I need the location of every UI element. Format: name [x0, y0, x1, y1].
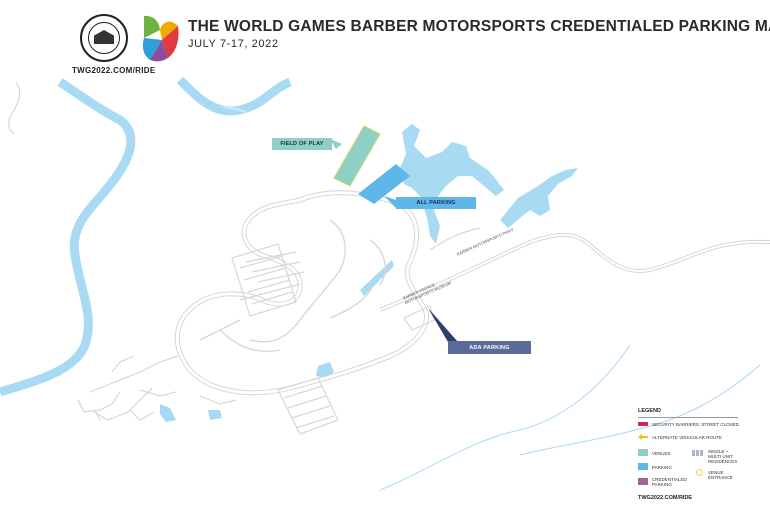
neighborhood-roads — [8, 81, 481, 421]
field-of-play-area — [333, 125, 381, 187]
field-of-play-callout: FIELD OF PLAY — [272, 138, 332, 150]
header-site-url[interactable]: TWG2022.COM/RIDE — [72, 66, 156, 75]
legend-site-url[interactable]: TWG2022.COM/RIDE — [638, 495, 693, 501]
seal-inner-ring — [88, 22, 120, 54]
legend-residences-line3: RESIDENCES — [708, 459, 738, 464]
legend-credentialed-line1: CREDENTIALED — [652, 477, 687, 482]
river-top — [176, 76, 292, 116]
ada-parking-pointer — [428, 308, 458, 342]
security-barrier-swatch — [638, 422, 648, 426]
lake-arm — [500, 168, 578, 228]
river-left — [0, 78, 136, 397]
legend-residences: SINGLE + MULTI UNIT RESIDENCES — [708, 449, 737, 464]
legend-divider — [638, 417, 738, 418]
legend-credentialed: CREDENTIALED PARKING — [652, 477, 687, 487]
race-track — [174, 190, 429, 396]
venues-swatch — [638, 449, 648, 456]
pond-3 — [208, 410, 222, 420]
creek-bottom — [379, 344, 631, 491]
world-games-logo-icon — [142, 15, 179, 62]
inner-roads — [199, 219, 386, 352]
pond-1 — [316, 362, 334, 378]
legend-residences-line1: SINGLE + — [708, 449, 729, 454]
legend-alternate: ALTERNATE VEHICULAR ROUTE — [652, 435, 722, 440]
legend-parking: PARKING — [652, 465, 672, 470]
all-parking-area — [358, 164, 410, 204]
map-header: TWG2022.COM/RIDE THE WORLD GAMES BARBER … — [0, 0, 770, 80]
parkway-road — [379, 232, 770, 312]
venue-entrance-icon — [696, 469, 703, 476]
field-of-play-label: FIELD OF PLAY — [280, 141, 324, 147]
legend-security: SECURITY BARRIERS; STREET CLOSED — [652, 422, 739, 427]
seal-building-icon — [94, 30, 114, 44]
all-parking-callout: ALL PARKING — [396, 197, 476, 209]
pond-4 — [360, 260, 394, 296]
lake — [400, 124, 504, 244]
legend-entrance: VENUE ENTRANCE — [708, 470, 733, 480]
map-title: THE WORLD GAMES BARBER MOTORSPORTS CREDE… — [188, 18, 770, 35]
legend-title: LEGEND — [638, 408, 661, 414]
credentialed-swatch — [638, 478, 648, 485]
residences-icon — [692, 450, 703, 456]
all-parking-label: ALL PARKING — [416, 200, 456, 206]
legend-residences-line2: MULTI UNIT — [708, 454, 733, 459]
alternate-route-arrow-icon — [638, 434, 648, 440]
pond-2 — [160, 404, 176, 422]
city-seal-icon — [80, 14, 128, 62]
creek-right — [519, 364, 761, 456]
parking-swatch — [638, 463, 648, 470]
all-parking-pointer — [384, 196, 396, 208]
parking-lot-grid-b — [277, 377, 339, 435]
event-dates: JULY 7-17, 2022 — [188, 38, 279, 50]
map-legend: LEGEND SECURITY BARRIERS; STREET CLOSED … — [638, 408, 748, 508]
legend-credentialed-line2: PARKING — [652, 482, 672, 487]
field-of-play-pointer — [330, 139, 342, 149]
parking-lot-grid-a — [231, 243, 297, 317]
legend-venues: VENUES — [652, 451, 671, 456]
ada-parking-callout: ADA PARKING — [448, 341, 531, 354]
ada-parking-label: ADA PARKING — [469, 344, 510, 351]
